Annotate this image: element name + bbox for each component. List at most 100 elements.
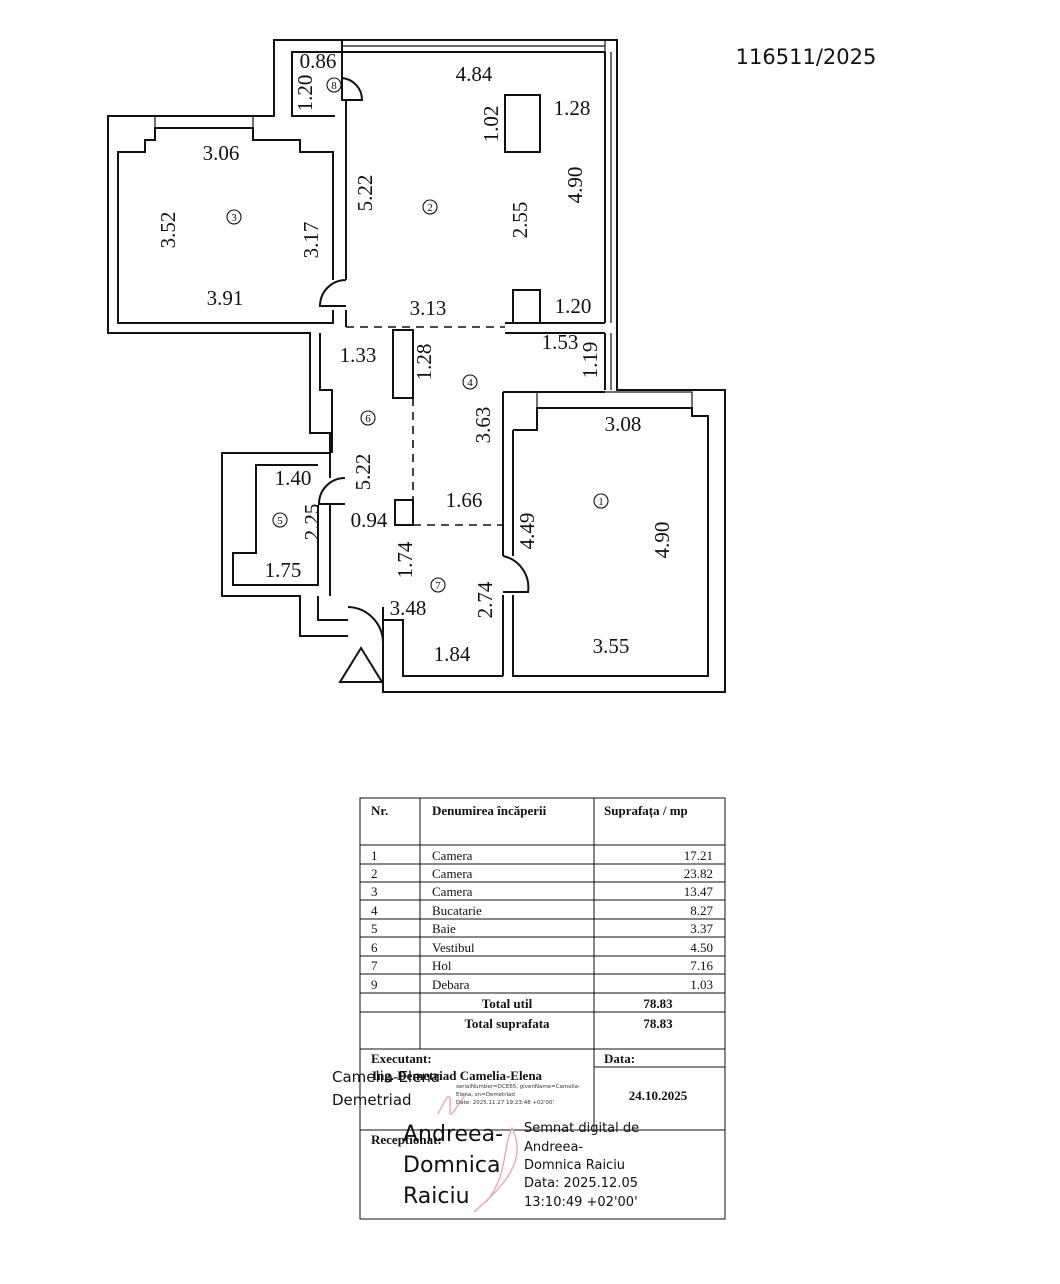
executant-signature-name: Demetriad — [332, 1091, 412, 1109]
date-label: Data: — [604, 1051, 635, 1066]
receptionat-label: Receptionat: — [371, 1132, 442, 1147]
dimension-label: 3.08 — [605, 412, 642, 436]
svg-text:13.47: 13.47 — [684, 884, 714, 899]
svg-text:3: 3 — [371, 884, 378, 899]
svg-text:4: 4 — [467, 377, 473, 389]
entrance-triangle-icon — [338, 646, 384, 683]
receptionat-stamp-line: Data: 2025.12.05 — [524, 1176, 638, 1191]
outer-wall — [107, 39, 726, 693]
room-1-window — [536, 391, 693, 409]
svg-text:17.21: 17.21 — [684, 848, 713, 863]
svg-text:7: 7 — [435, 580, 441, 592]
dimension-label: 1.28 — [412, 344, 436, 381]
floor-plan: 8 3 2 4 6 1 5 7 0.86 1.20 4.84 1.02 1.28… — [107, 39, 726, 693]
door-1-arc — [502, 555, 530, 593]
svg-text:5: 5 — [371, 921, 378, 936]
vestibule-left-wall — [319, 333, 333, 453]
room-3-wall — [117, 127, 334, 324]
svg-text:6: 6 — [365, 413, 371, 425]
entrance-door-arc — [347, 606, 384, 643]
svg-text:4.50: 4.50 — [690, 940, 713, 955]
hall-wall-bottom — [383, 619, 503, 677]
dimension-label: 3.52 — [156, 212, 180, 249]
table-row: 6 Vestibul 4.50 — [371, 940, 713, 955]
room-8-wall — [291, 51, 342, 117]
dimension-label: 3.17 — [299, 222, 323, 259]
room-marker: 8 — [326, 77, 342, 93]
door-3-arc — [318, 279, 347, 307]
receptionat-stamp-line: 13:10:49 +02'00' — [524, 1195, 638, 1210]
dimension-label: 3.06 — [203, 141, 240, 165]
executant-stamp-line: serialNumber=DCE65, givenName=Camelia- — [456, 1084, 580, 1090]
document-number: 116511/2025 — [736, 45, 877, 69]
room-2-window-top — [341, 40, 606, 52]
door-5-arc — [317, 477, 346, 505]
room-marker: 1 — [593, 493, 609, 509]
dimension-label: 4.90 — [650, 522, 674, 559]
svg-text:Debara: Debara — [432, 977, 470, 992]
receptionat-stamp-line: Domnica Raiciu — [524, 1158, 625, 1173]
dimension-label: 0.94 — [351, 508, 388, 532]
area-table: Nr. Denumirea încăperii Suprafața / mp 1… — [332, 797, 726, 1220]
room-marker: 5 — [272, 512, 288, 528]
table-row: 1 Camera 17.21 — [371, 848, 713, 863]
executant-stamp-line: Date: 2025.11.27 19:23:48 +02'00' — [456, 1100, 554, 1106]
date-value: 24.10.2025 — [629, 1088, 688, 1103]
svg-text:Hol: Hol — [432, 958, 452, 973]
svg-text:1: 1 — [371, 848, 378, 863]
svg-text:Camera: Camera — [432, 866, 473, 881]
dimension-label: 2.25 — [300, 504, 324, 541]
table-frame — [359, 797, 726, 1220]
svg-text:Camera: Camera — [432, 848, 473, 863]
hall-wall-left — [317, 596, 348, 621]
room-1-wall — [512, 407, 709, 677]
receptionat-signature-name: Raiciu — [403, 1184, 470, 1209]
room-marker: 3 — [226, 209, 242, 225]
executant-signature-name: Camelia-Elena — [332, 1068, 440, 1086]
room-3-window — [154, 115, 254, 129]
dimension-label: 1.75 — [265, 558, 302, 582]
dimension-label: 1.53 — [542, 330, 579, 354]
table-row: 9 Debara 1.03 — [371, 977, 713, 992]
svg-text:5: 5 — [277, 515, 283, 527]
svg-text:1: 1 — [598, 496, 604, 508]
table-row: 5 Baie 3.37 — [371, 921, 714, 936]
svg-text:7: 7 — [371, 958, 378, 973]
svg-text:2: 2 — [427, 202, 433, 214]
dimension-label: 1.20 — [555, 294, 592, 318]
table-row: 4 Bucatarie 8.27 — [371, 903, 714, 918]
dimension-label: 1.02 — [479, 106, 503, 143]
dimension-label: 1.19 — [578, 342, 602, 379]
receptionat-stamp-line: Semnat digital de — [524, 1121, 639, 1136]
svg-text:6: 6 — [371, 940, 378, 955]
dimension-label: 2.74 — [473, 581, 497, 618]
dimension-label: 1.28 — [554, 96, 591, 120]
svg-text:7.16: 7.16 — [690, 958, 713, 973]
receptionat-signature-name: Andreea- — [403, 1122, 503, 1147]
table-header-name: Denumirea încăperii — [432, 803, 547, 818]
svg-text:1.03: 1.03 — [690, 977, 713, 992]
dimension-label: 1.20 — [293, 75, 317, 112]
room-marker: 7 — [430, 577, 446, 593]
room-2-furniture — [504, 94, 541, 153]
room-2-cabinet — [512, 289, 541, 324]
table-row: 7 Hol 7.16 — [371, 958, 714, 973]
table-header-nr: Nr. — [371, 803, 388, 818]
svg-text:3.37: 3.37 — [690, 921, 713, 936]
dimension-label: 4.90 — [563, 167, 587, 204]
total-util-value: 78.83 — [643, 996, 673, 1011]
room-5-wall — [232, 464, 319, 586]
dimension-label: 3.91 — [207, 286, 244, 310]
svg-text:9: 9 — [371, 977, 378, 992]
svg-text:Vestibul: Vestibul — [432, 940, 475, 955]
dimension-label: 1.74 — [393, 541, 417, 578]
svg-text:23.82: 23.82 — [684, 866, 713, 881]
room-marker: 2 — [422, 199, 438, 215]
table-row: 2 Camera 23.82 — [371, 866, 713, 881]
executant-label: Executant: — [371, 1051, 432, 1066]
svg-text:4: 4 — [371, 903, 378, 918]
total-util-label: Total util — [482, 996, 533, 1011]
svg-text:Bucatarie: Bucatarie — [432, 903, 482, 918]
dimension-label: 1.66 — [446, 488, 483, 512]
